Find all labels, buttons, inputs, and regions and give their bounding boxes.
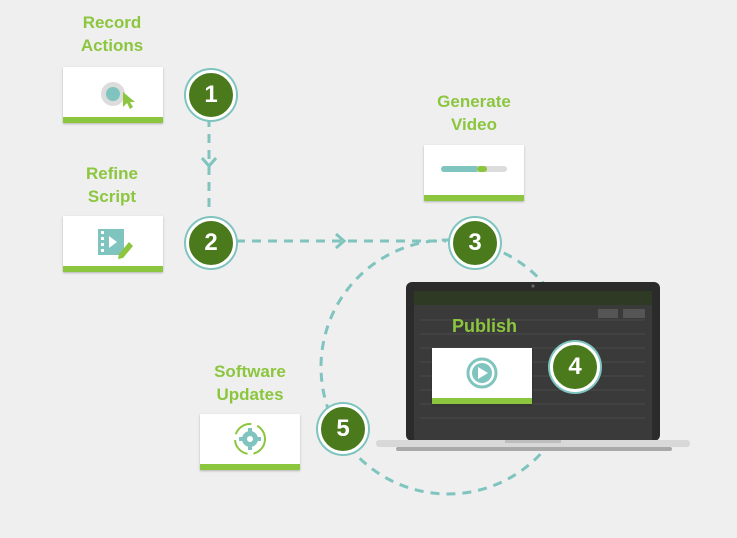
progress-fill-teal bbox=[441, 166, 478, 172]
player-bar bbox=[200, 464, 300, 470]
generate-card bbox=[424, 145, 524, 201]
gear-refresh-icon bbox=[234, 423, 266, 455]
step-badge-4: 4 bbox=[550, 342, 600, 392]
step-badge-2: 2 bbox=[186, 218, 236, 268]
step-badge-5: 5 bbox=[318, 404, 368, 454]
laptop-icon bbox=[376, 282, 690, 451]
publish-card bbox=[432, 348, 532, 404]
progress-fill-green bbox=[477, 166, 488, 172]
arrow-down-icon bbox=[200, 157, 218, 169]
label-publish: Publish bbox=[452, 316, 518, 336]
label-generate-video: Generate Video bbox=[437, 92, 511, 134]
label-record-actions: Record Actions bbox=[80, 13, 144, 55]
player-bar bbox=[432, 398, 532, 404]
refine-card bbox=[63, 216, 163, 272]
player-bar bbox=[63, 266, 163, 272]
step-badge-3: 3 bbox=[450, 218, 500, 268]
film-edit-icon bbox=[98, 229, 133, 259]
arrow-right-icon bbox=[335, 232, 347, 250]
play-icon bbox=[466, 357, 498, 389]
label-refine-script: Refine Script bbox=[86, 164, 138, 206]
player-bar bbox=[424, 195, 524, 201]
record-card bbox=[63, 67, 163, 123]
progress-bar-icon bbox=[441, 166, 507, 172]
updates-card bbox=[200, 414, 300, 470]
label-software-updates: Software Updates bbox=[214, 362, 286, 404]
cursor-click-icon bbox=[101, 82, 135, 109]
step-badge-1: 1 bbox=[186, 70, 236, 120]
player-bar bbox=[63, 117, 163, 123]
